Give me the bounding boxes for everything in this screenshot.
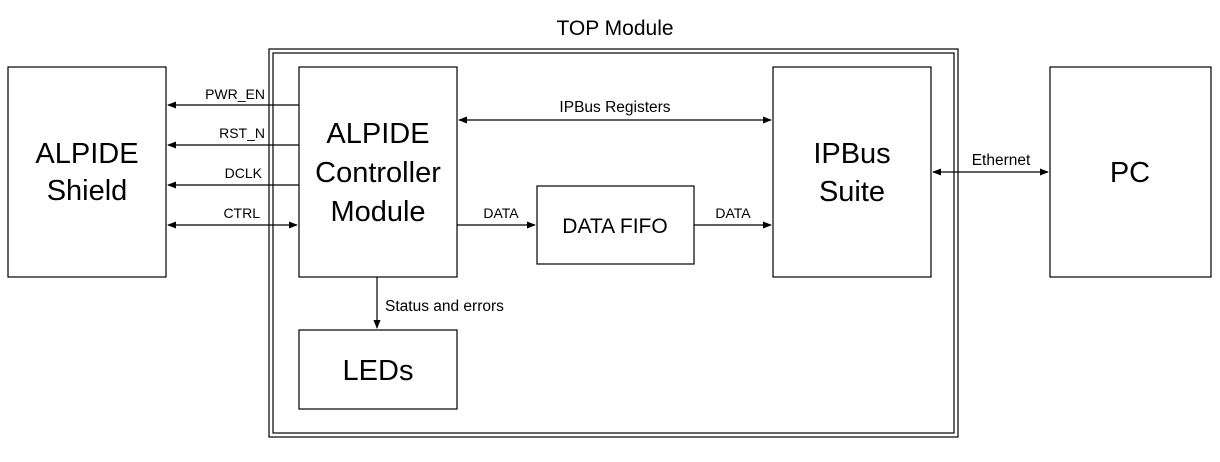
rst-n-label: RST_N xyxy=(219,125,265,141)
status-errors-label: Status and errors xyxy=(385,298,504,315)
controller-label-line2: Controller xyxy=(315,157,441,189)
ctrl-label: CTRL xyxy=(223,205,260,221)
ipbus-suite-label-line1: IPBus xyxy=(813,138,890,170)
dclk-label: DCLK xyxy=(225,165,263,181)
alpide-controller-block: ALPIDE Controller Module xyxy=(298,66,458,278)
ipbus-suite-block: IPBus Suite xyxy=(772,66,932,278)
data-fifo-block: DATA FIFO xyxy=(536,185,695,265)
controller-label-line3: Module xyxy=(330,196,425,228)
ethernet-label: Ethernet xyxy=(972,152,1031,169)
pwr-en-label: PWR_EN xyxy=(205,86,265,102)
ipbus-suite-label-line2: Suite xyxy=(819,176,885,208)
pc-label: PC xyxy=(1110,157,1150,189)
alpide-shield-block: ALPIDE Shield xyxy=(7,66,167,278)
leds-label: LEDs xyxy=(343,355,414,387)
controller-label-line1: ALPIDE xyxy=(326,118,429,150)
alpide-shield-label-line1: ALPIDE xyxy=(35,138,138,170)
data-fifo-label: DATA FIFO xyxy=(562,215,667,238)
ipbus-registers-label: IPBus Registers xyxy=(559,99,670,116)
top-module-title: TOP Module xyxy=(556,17,673,40)
data-to-ipbus-label: DATA xyxy=(715,205,751,221)
pc-block: PC xyxy=(1049,66,1212,278)
top-module-frame xyxy=(268,48,959,438)
leds-block: LEDs xyxy=(298,329,458,410)
data-to-fifo-label: DATA xyxy=(483,205,519,221)
alpide-shield-label-line2: Shield xyxy=(47,175,128,207)
